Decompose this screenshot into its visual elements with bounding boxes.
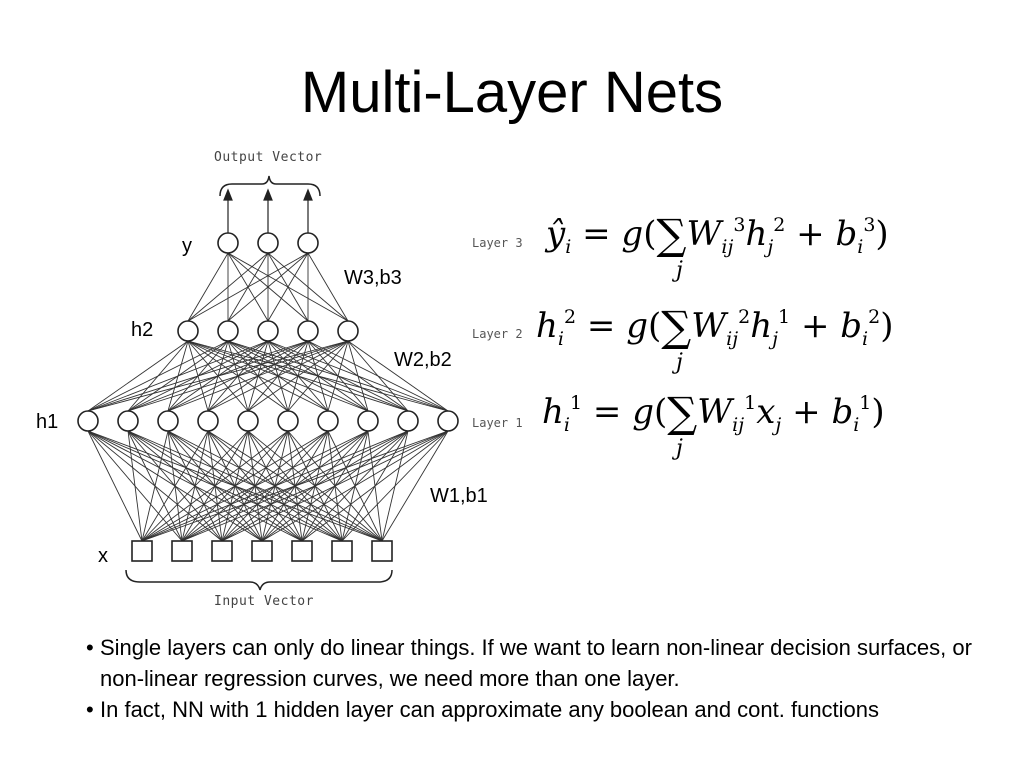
connection-edge (221, 430, 449, 542)
bullet-item: •Single layers can only do linear things… (86, 632, 1016, 694)
bullet-list: •Single layers can only do linear things… (86, 632, 1016, 725)
output-node (297, 232, 319, 254)
sum-symbol: ∑ (656, 210, 687, 259)
label-h1: h1 (36, 411, 59, 433)
hidden2-node (297, 320, 319, 342)
layer-tag-1: Layer 1 (472, 416, 523, 430)
input-node (251, 540, 273, 562)
connection-edge (141, 430, 329, 542)
sum-symbol: ∑ (661, 302, 692, 351)
connection-edge (87, 340, 189, 412)
connection-edge (247, 340, 349, 412)
eq3-lhs: ŷ (546, 214, 566, 254)
input-node (291, 540, 313, 562)
hidden1-node (237, 410, 259, 432)
equation-layer-2: hi2 = g(∑Wij2hj1 + bi2) j (536, 302, 894, 375)
connection-edges (87, 252, 449, 542)
input-node (331, 540, 353, 562)
connection-edge (181, 430, 449, 542)
connection-edge (347, 340, 369, 412)
weight-label-w2: W2,b2 (394, 349, 452, 371)
connection-edge (381, 430, 449, 542)
connection-edge (87, 340, 349, 412)
connection-edge (187, 252, 229, 322)
arrow-head (303, 188, 313, 201)
connection-edge (141, 430, 369, 542)
output-brace (219, 175, 321, 197)
bullet-marker: • (86, 697, 94, 722)
connection-edge (207, 340, 349, 412)
input-vector-caption: Input Vector (214, 594, 314, 609)
hidden2-node (177, 320, 199, 342)
connection-edge (341, 430, 449, 542)
connection-edge (227, 252, 309, 322)
connection-edge (127, 430, 143, 542)
connection-edge (87, 340, 309, 412)
hidden1-node (437, 410, 459, 432)
hidden1-node (397, 410, 419, 432)
input-node (211, 540, 233, 562)
hidden2-node (337, 320, 359, 342)
hidden1-node (117, 410, 139, 432)
neuron-nodes (77, 232, 459, 562)
connection-edge (287, 340, 349, 412)
connection-edge (347, 340, 409, 412)
input-brace (125, 569, 393, 591)
equation-layer-3: ŷi = g(∑Wij3hj2 + bi3) j (546, 210, 889, 283)
label-y: y (182, 235, 192, 257)
output-node (257, 232, 279, 254)
weight-label-w3: W3,b3 (344, 267, 402, 289)
input-node (371, 540, 393, 562)
sum-symbol: ∑ (667, 388, 698, 437)
connection-edge (127, 340, 349, 412)
connection-edge (261, 430, 449, 542)
bullet-marker: • (86, 635, 94, 660)
connection-edge (307, 252, 349, 322)
hidden1-node (197, 410, 219, 432)
arrow-head (263, 188, 273, 201)
input-node (171, 540, 193, 562)
hidden1-node (157, 410, 179, 432)
connection-edge (87, 430, 143, 542)
hidden2-node (257, 320, 279, 342)
slide-title: Multi-Layer Nets (300, 60, 724, 125)
sum-index: j (676, 436, 683, 461)
connection-edge (141, 430, 209, 542)
label-h2: h2 (131, 319, 154, 341)
weight-label-w1: W1,b1 (430, 485, 488, 507)
hidden1-node (77, 410, 99, 432)
hidden1-node (317, 410, 339, 432)
connection-edge (141, 430, 169, 542)
connection-edge (187, 252, 269, 322)
connection-edge (187, 252, 309, 322)
connection-edge (267, 252, 309, 322)
layer-tag-2: Layer 2 (472, 327, 523, 341)
hidden1-node (277, 410, 299, 432)
connection-edge (141, 430, 409, 542)
connection-edge (347, 340, 449, 412)
hidden1-node (357, 410, 379, 432)
connection-edge (87, 340, 229, 412)
connection-edge (167, 340, 349, 412)
connection-edge (141, 430, 449, 542)
output-arrows (223, 188, 313, 233)
sum-index: j (676, 350, 683, 375)
output-vector-caption: Output Vector (214, 150, 323, 165)
hidden2-node (217, 320, 239, 342)
connection-edge (141, 430, 249, 542)
connection-edge (87, 340, 269, 412)
sum-index: j (676, 258, 683, 283)
connection-edge (301, 430, 449, 542)
connection-edge (327, 340, 349, 412)
equation-layer-1: hi1 = g(∑Wij1xj + bi1) j (542, 388, 885, 461)
label-x: x (98, 545, 108, 567)
layer-tag-3: Layer 3 (472, 236, 523, 250)
bullet-item: •In fact, NN with 1 hidden layer can app… (86, 694, 1016, 725)
output-node (217, 232, 239, 254)
connection-edge (141, 430, 289, 542)
vector-braces (125, 175, 393, 591)
arrow-head (223, 188, 233, 201)
input-node (131, 540, 153, 562)
